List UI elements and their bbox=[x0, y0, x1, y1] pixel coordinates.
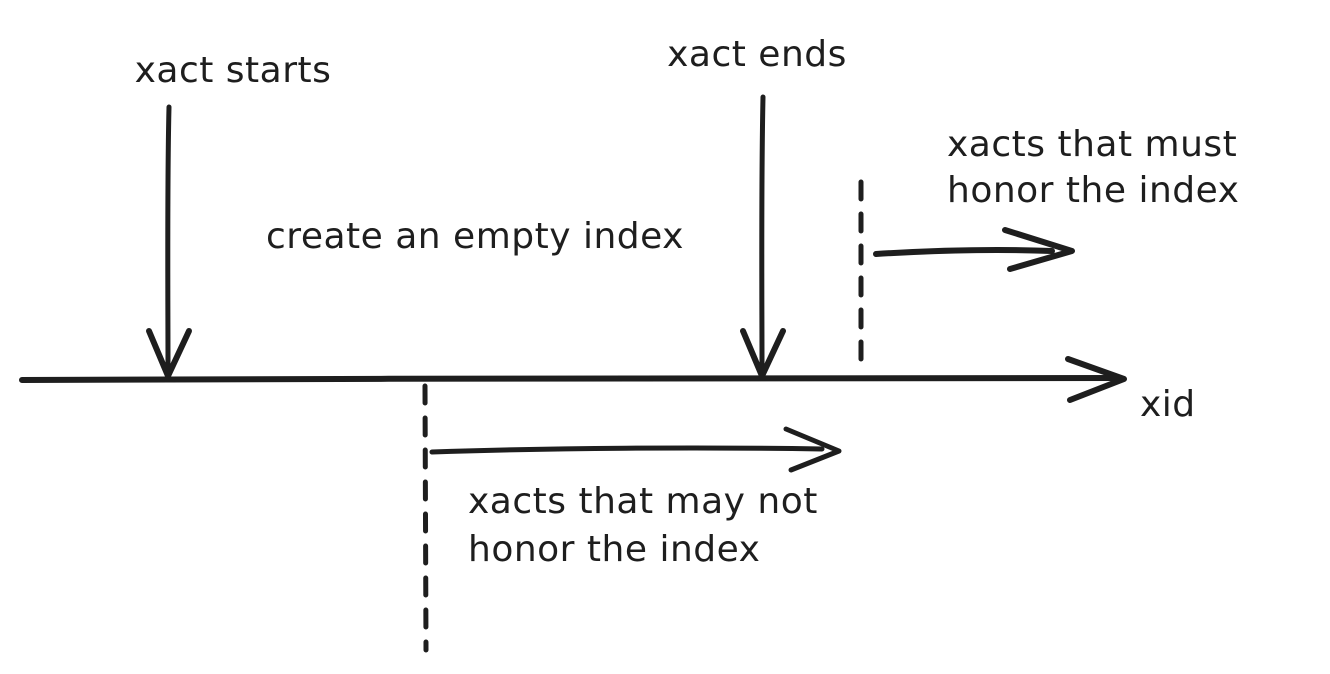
may-not-honor-label-line2: honor the index bbox=[468, 529, 760, 570]
xact-starts-marker: xact starts bbox=[135, 50, 332, 379]
xid-axis-arrowhead-icon bbox=[1065, 356, 1127, 403]
may-not-honor-dashed-line bbox=[422, 383, 429, 653]
xid-axis: xid bbox=[19, 356, 1196, 425]
must-honor-red-arrow-shaft bbox=[873, 247, 1055, 257]
must-honor-group: xacts that must honor the index bbox=[858, 124, 1239, 377]
xid-axis-label: xid bbox=[1140, 384, 1196, 425]
must-honor-red-arrowhead-icon bbox=[1002, 227, 1075, 272]
xid-axis-line bbox=[19, 375, 1123, 383]
must-honor-label-line2: honor the index bbox=[947, 170, 1239, 211]
xact-starts-label: xact starts bbox=[135, 50, 332, 91]
xact-starts-arrowhead-icon bbox=[146, 328, 192, 379]
xact-ends-label: xact ends bbox=[667, 34, 847, 75]
must-honor-label-line1: xacts that must bbox=[947, 124, 1237, 165]
may-not-honor-label-line1: xacts that may not bbox=[468, 481, 818, 522]
create-index-label: create an empty index bbox=[266, 216, 684, 257]
may-not-honor-group: xacts that may not honor the index bbox=[422, 383, 842, 653]
may-not-honor-green-arrowhead-icon bbox=[783, 426, 842, 473]
may-not-honor-green-arrow-shaft bbox=[429, 445, 825, 455]
xact-ends-arrow-shaft bbox=[759, 94, 766, 371]
xact-starts-arrow-shaft bbox=[165, 104, 172, 371]
xact-ends-marker: xact ends bbox=[667, 34, 847, 379]
